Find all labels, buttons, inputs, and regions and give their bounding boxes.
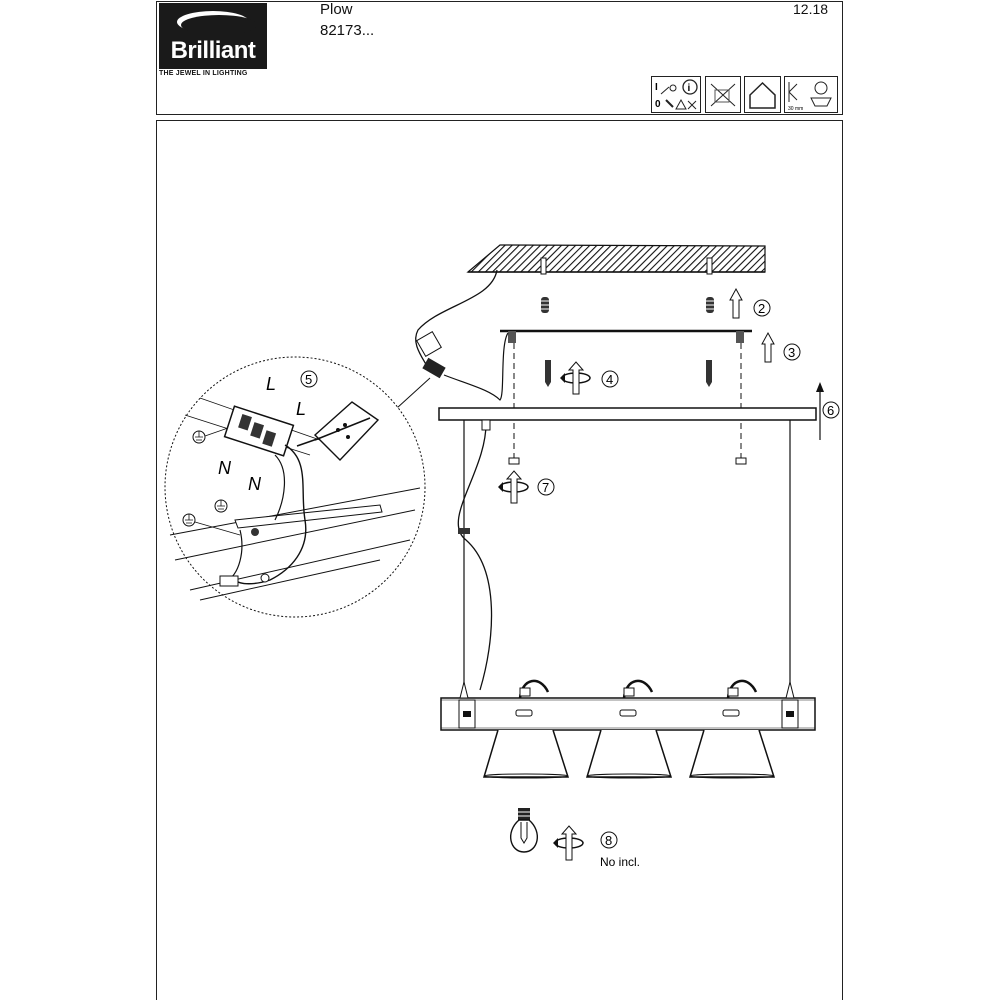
lamp-shade-3 [688, 679, 776, 779]
wiring-detail-circle [164, 356, 426, 618]
step-8-circle [600, 831, 618, 849]
wiring-detail-content [169, 397, 421, 601]
ground-icon [182, 513, 241, 536]
indoor-use-icon [744, 76, 781, 113]
plate-bolt-left [508, 331, 516, 343]
power-cable [457, 419, 493, 691]
wire-label-n-1: N [218, 458, 232, 478]
lamp-shade-2 [585, 679, 673, 779]
step-4-circle [601, 370, 619, 388]
version-date: 12.18 [793, 1, 829, 17]
dowel-left-icon [541, 297, 549, 313]
step-4-label: 4 [606, 372, 613, 387]
rotate-arrow-icon [553, 825, 584, 861]
hanger-right [785, 681, 795, 699]
connector-cable [443, 332, 509, 401]
ground-icon [192, 427, 229, 444]
ceiling-hole-left [540, 257, 547, 275]
hanger-left [459, 681, 469, 699]
class-zero-text: 0 [655, 99, 661, 110]
step-7-label: 7 [542, 480, 549, 495]
step-5-label: 5 [305, 372, 312, 387]
canopy-bar [438, 407, 817, 421]
cap-nut-right [735, 457, 747, 465]
main-frame [156, 120, 843, 1000]
product-name: Plow [320, 1, 353, 18]
rotate-arrow-icon [498, 470, 529, 504]
logo-swoosh-icon [177, 11, 257, 35]
step-6-label: 6 [827, 403, 834, 418]
cable-entry [481, 419, 491, 431]
ground-icon [214, 499, 228, 513]
safety-symbols: I 0 i 30 mm [651, 76, 838, 113]
no-disposal-icon [705, 76, 741, 113]
ceiling-hatch [466, 244, 766, 273]
step-8-label: 8 [605, 833, 612, 848]
step-2-label: 2 [758, 301, 765, 316]
plate-bolt-right [736, 331, 744, 343]
cap-nut-left [508, 457, 520, 465]
screw-left-icon [545, 360, 551, 387]
mounting-distance-icon: 30 mm [784, 76, 838, 113]
step-5-circle [300, 370, 318, 388]
bulb-note: No incl. [600, 855, 640, 869]
rotate-arrow-icon [560, 361, 591, 395]
brand-logo: Brilliant THE JEWEL IN LIGHTING [159, 3, 267, 77]
lamp-shade-1 [482, 679, 570, 779]
info-icon: i [682, 79, 698, 95]
wire-label-l-1: L [266, 374, 276, 394]
step-6-circle [822, 401, 840, 419]
step-2-circle [753, 299, 771, 317]
cable-clip [458, 528, 470, 534]
logo-name: Brilliant [170, 37, 256, 64]
step-7-circle [537, 478, 555, 496]
protection-class-icon: I 0 [651, 76, 701, 113]
class-one-text: I [655, 82, 658, 93]
arrow-up-icon [729, 287, 743, 319]
svg-text:i: i [688, 83, 691, 94]
ceiling-hole-right [706, 257, 713, 275]
bulb-icon [510, 808, 538, 853]
arrow-up-icon [761, 331, 775, 363]
step-3-label: 3 [788, 345, 795, 360]
detail-leader-line [396, 377, 431, 409]
wire-label-n-2: N [248, 474, 262, 494]
wire-label-l-2: L [296, 399, 306, 419]
terminal-block-icon [416, 331, 446, 379]
step-3-circle [783, 343, 801, 361]
logo-tagline: THE JEWEL IN LIGHTING [159, 70, 248, 77]
dowel-right-icon [706, 297, 714, 313]
arrow-up-icon [816, 382, 824, 440]
header-frame [156, 1, 843, 115]
supply-cable [415, 269, 498, 373]
distance-text: 30 mm [788, 106, 803, 112]
article-number: 82173... [320, 22, 375, 39]
logo-box [159, 3, 267, 69]
screw-right-icon [706, 360, 712, 387]
